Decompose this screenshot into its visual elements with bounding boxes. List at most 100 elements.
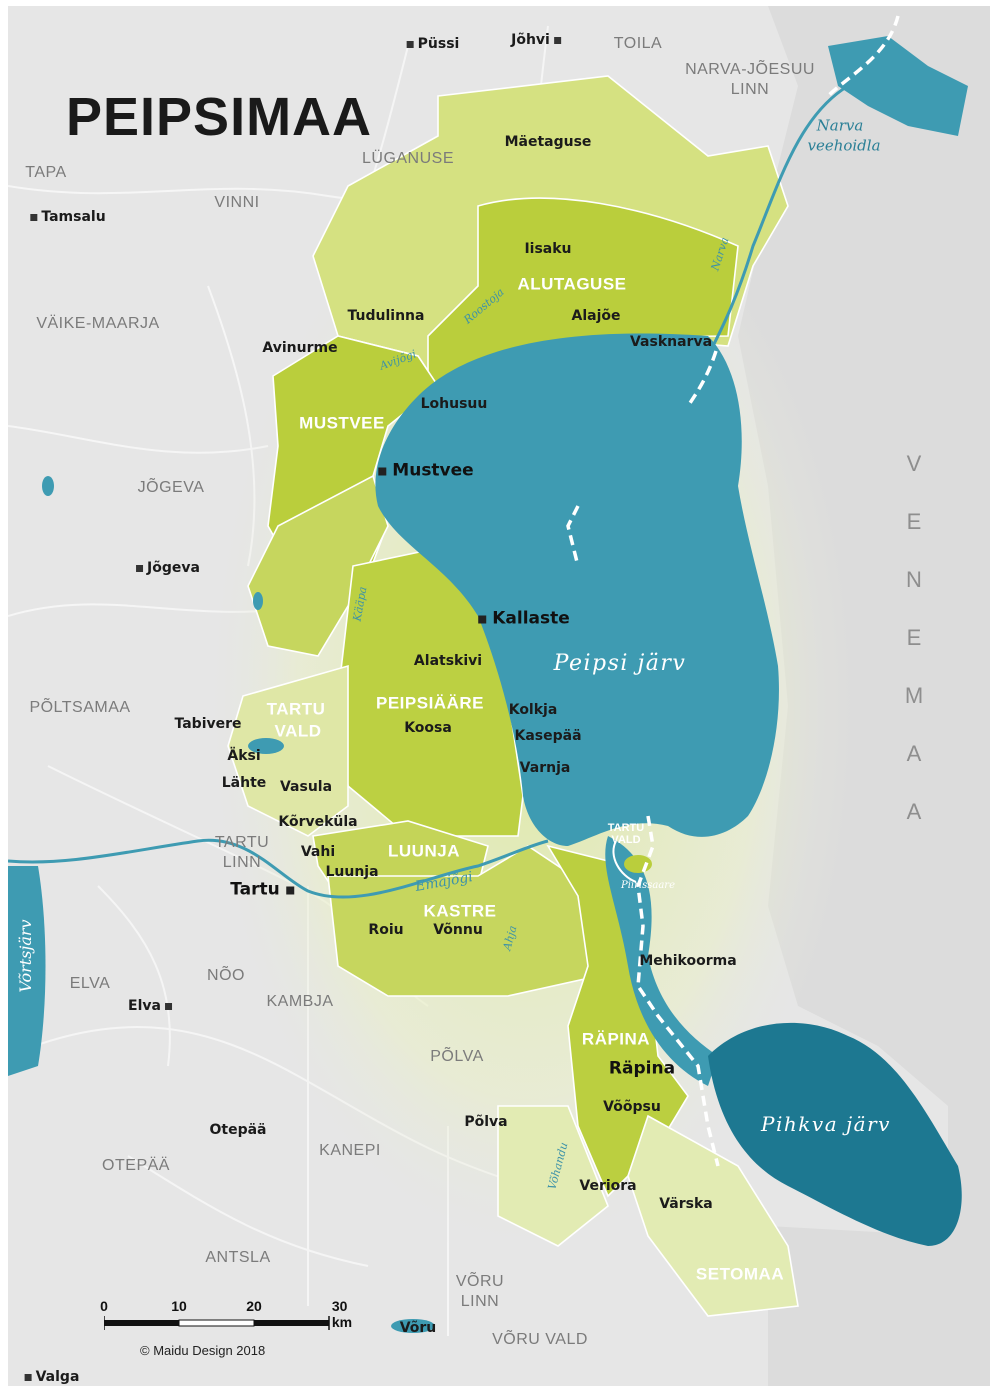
scale-tick-10: 10 — [171, 1298, 187, 1314]
small-lake-2 — [42, 476, 54, 496]
town-kallaste: Kallaste — [478, 610, 570, 628]
town-vahi: Vahi — [300, 844, 336, 860]
water-narva-veehoidla-2: veehoidla — [807, 136, 881, 155]
water-piirissaare: Piirissaare — [621, 880, 675, 891]
town-maetaguse: Mäetaguse — [504, 134, 592, 150]
town-pussi: Püssi — [406, 37, 459, 51]
muni-polva: PÕLVA — [430, 1048, 484, 1065]
town-voopsu: Võõpsu — [603, 1099, 661, 1115]
map-title: PEIPSIMAA — [66, 87, 373, 147]
town-varska: Värska — [659, 1196, 713, 1212]
muni-voru-linn-2: LINN — [460, 1293, 500, 1310]
water-peipsi: Peipsi järv — [553, 651, 687, 676]
town-tamsalu: Tamsalu — [30, 210, 106, 224]
town-lohusuu: Lohusuu — [420, 396, 488, 412]
small-lake-1 — [391, 1319, 435, 1333]
emajogi-river — [8, 838, 549, 899]
piirissaare-bracket — [612, 840, 637, 883]
town-veriora: Veriora — [579, 1178, 637, 1194]
scale-tick-0: 0 — [100, 1298, 108, 1314]
muni-narva-joesuu-1: NARVA-JÕESUU — [685, 61, 815, 78]
vortsjarv — [8, 866, 46, 1076]
town-tartu: Tartu — [230, 881, 294, 899]
town-valga: Valga — [24, 1370, 79, 1384]
muni-luganuse: LÜGANUSE — [361, 150, 455, 167]
town-elva: Elva — [128, 999, 172, 1013]
town-alajoe: Alajõe — [571, 308, 621, 324]
town-jogeva: Jõgeva — [136, 561, 200, 575]
muni-vaike-maarja: VÄIKE-MAARJA — [36, 315, 160, 332]
muni-kambja: KAMBJA — [266, 993, 334, 1010]
town-varnja: Varnja — [519, 760, 571, 776]
town-kolkja: Kolkja — [508, 702, 558, 718]
town-roiu: Roiu — [368, 922, 404, 938]
town-vonnu: Võnnu — [433, 922, 483, 938]
pihkva-lake — [708, 1022, 962, 1246]
town-polva: Põlva — [464, 1114, 508, 1130]
island-label: TARTU VALD — [607, 821, 645, 846]
region-rapina: RÄPINA — [581, 1029, 651, 1049]
region-tartu-vald-1: TARTU — [266, 699, 326, 719]
muni-jogeva: JÕGEVA — [137, 479, 205, 496]
muni-tartu-linn-2: LINN — [222, 854, 262, 871]
russia-area — [738, 6, 990, 1386]
russia-label: V E N E M A A — [904, 451, 924, 824]
town-voru: Võru — [399, 1320, 437, 1336]
muni-noo: NÕO — [207, 967, 245, 984]
narva-river — [711, 84, 849, 347]
town-mustvee: Mustvee — [378, 462, 474, 480]
water-pihkva: Pihkva järv — [761, 1112, 891, 1136]
saadjarv — [248, 738, 284, 754]
water-narva-veehoidla-1: Narva — [816, 116, 864, 135]
muni-tartu-linn-1: TARTU — [214, 834, 270, 851]
narva-reservoir — [828, 36, 968, 136]
map-frame[interactable]: PEIPSIMAA Püssi Jõhvi Mäetaguse Tamsalu … — [8, 6, 990, 1386]
muni-otepaa: OTEPÄÄ — [102, 1157, 170, 1174]
region-mustvee: MUSTVEE — [299, 413, 385, 433]
region-luunja: LUUNJA — [388, 841, 460, 861]
muni-kanepi: KANEPI — [319, 1142, 381, 1159]
scale-tick-30: 30 km — [331, 1298, 353, 1330]
town-kasepaa: Kasepää — [514, 728, 582, 744]
town-luunja: Luunja — [325, 864, 379, 880]
muni-poltsamaa: PÕLTSAMAA — [29, 699, 131, 716]
town-korvekula: Kõrveküla — [278, 814, 358, 830]
town-alatskivi: Alatskivi — [413, 653, 483, 669]
town-vasknarva: Vasknarva — [629, 334, 713, 350]
muni-tapa: TAPA — [25, 164, 67, 181]
town-avinurme: Avinurme — [262, 340, 338, 356]
region-alutaguse: ALUTAGUSE — [517, 274, 627, 294]
muni-elva: ELVA — [69, 975, 111, 992]
muni-narva-joesuu-2: LINN — [730, 81, 770, 98]
muni-vinni: VINNI — [214, 194, 260, 211]
town-lahte: Lähte — [221, 775, 267, 791]
region-kastre: KASTRE — [423, 901, 497, 921]
town-johvi: Jõhvi — [511, 33, 561, 47]
scale-bar-graphic — [104, 1316, 330, 1330]
town-mehikoorma: Mehikoorma — [639, 953, 737, 969]
scale-bar: 0 10 20 30 km — [100, 1298, 354, 1338]
region-setomaa: SETOMAA — [695, 1264, 785, 1284]
town-rapina: Räpina — [608, 1058, 676, 1079]
water-vortsjarv: Võrtsjärv — [16, 919, 35, 993]
map-canvas — [8, 6, 990, 1386]
region-peipsiaare: PEIPSIÄÄRE — [376, 693, 484, 713]
town-koosa: Koosa — [404, 720, 452, 736]
copyright: © Maidu Design 2018 — [140, 1343, 266, 1358]
state-border — [566, 15, 900, 1167]
town-aksi: Äksi — [227, 748, 261, 764]
lammijarv — [605, 836, 718, 1086]
muni-antsla: ANTSLA — [205, 1249, 271, 1266]
small-lake-3 — [253, 592, 263, 610]
town-tabivere: Tabivere — [174, 716, 242, 732]
region-tartu-vald-2: VALD — [274, 721, 322, 741]
muni-toila: TOILA — [613, 35, 663, 52]
town-iisaku: Iisaku — [524, 241, 572, 257]
peipsi-lake — [375, 333, 779, 846]
town-otepaa: Otepää — [209, 1122, 267, 1138]
scale-tick-20: 20 — [246, 1298, 262, 1314]
town-tudulinna: Tudulinna — [347, 308, 425, 324]
muni-voru-vald: VÕRU VALD — [492, 1331, 588, 1348]
town-vasula: Vasula — [279, 779, 333, 795]
muni-voru-linn-1: VÕRU — [455, 1273, 505, 1290]
